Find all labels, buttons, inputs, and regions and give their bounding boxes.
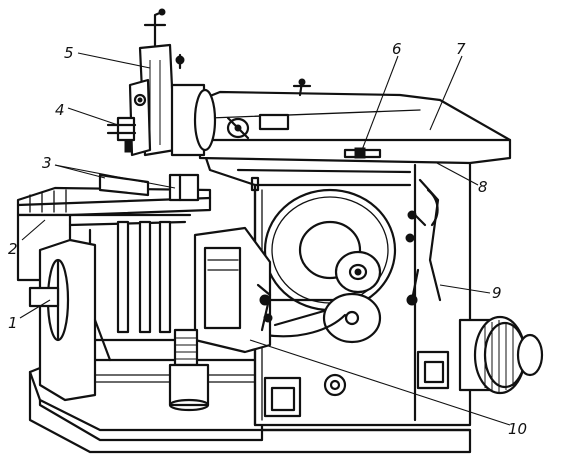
callout-1: 1 <box>8 314 18 332</box>
callout-10: 10 <box>508 420 527 438</box>
callout-5: 5 <box>64 44 74 62</box>
callout-3: 3 <box>42 154 52 172</box>
ram <box>198 78 512 165</box>
callout-7: 7 <box>456 40 466 58</box>
rocker-link <box>263 292 382 344</box>
frame-covers <box>263 350 450 418</box>
callout-4: 4 <box>55 101 65 119</box>
work-table <box>16 173 212 402</box>
control-levers <box>405 178 442 306</box>
elevating-screw <box>168 328 210 412</box>
callout-9: 9 <box>492 284 502 302</box>
drive-pulley <box>458 315 544 395</box>
tool-head <box>106 8 217 157</box>
callout-6: 6 <box>392 40 402 58</box>
callout-leaders <box>19 52 511 426</box>
callout-2: 2 <box>8 240 18 258</box>
callout-8: 8 <box>478 178 488 196</box>
callout-labels: 1 2 3 4 5 6 7 8 9 10 <box>8 40 527 438</box>
